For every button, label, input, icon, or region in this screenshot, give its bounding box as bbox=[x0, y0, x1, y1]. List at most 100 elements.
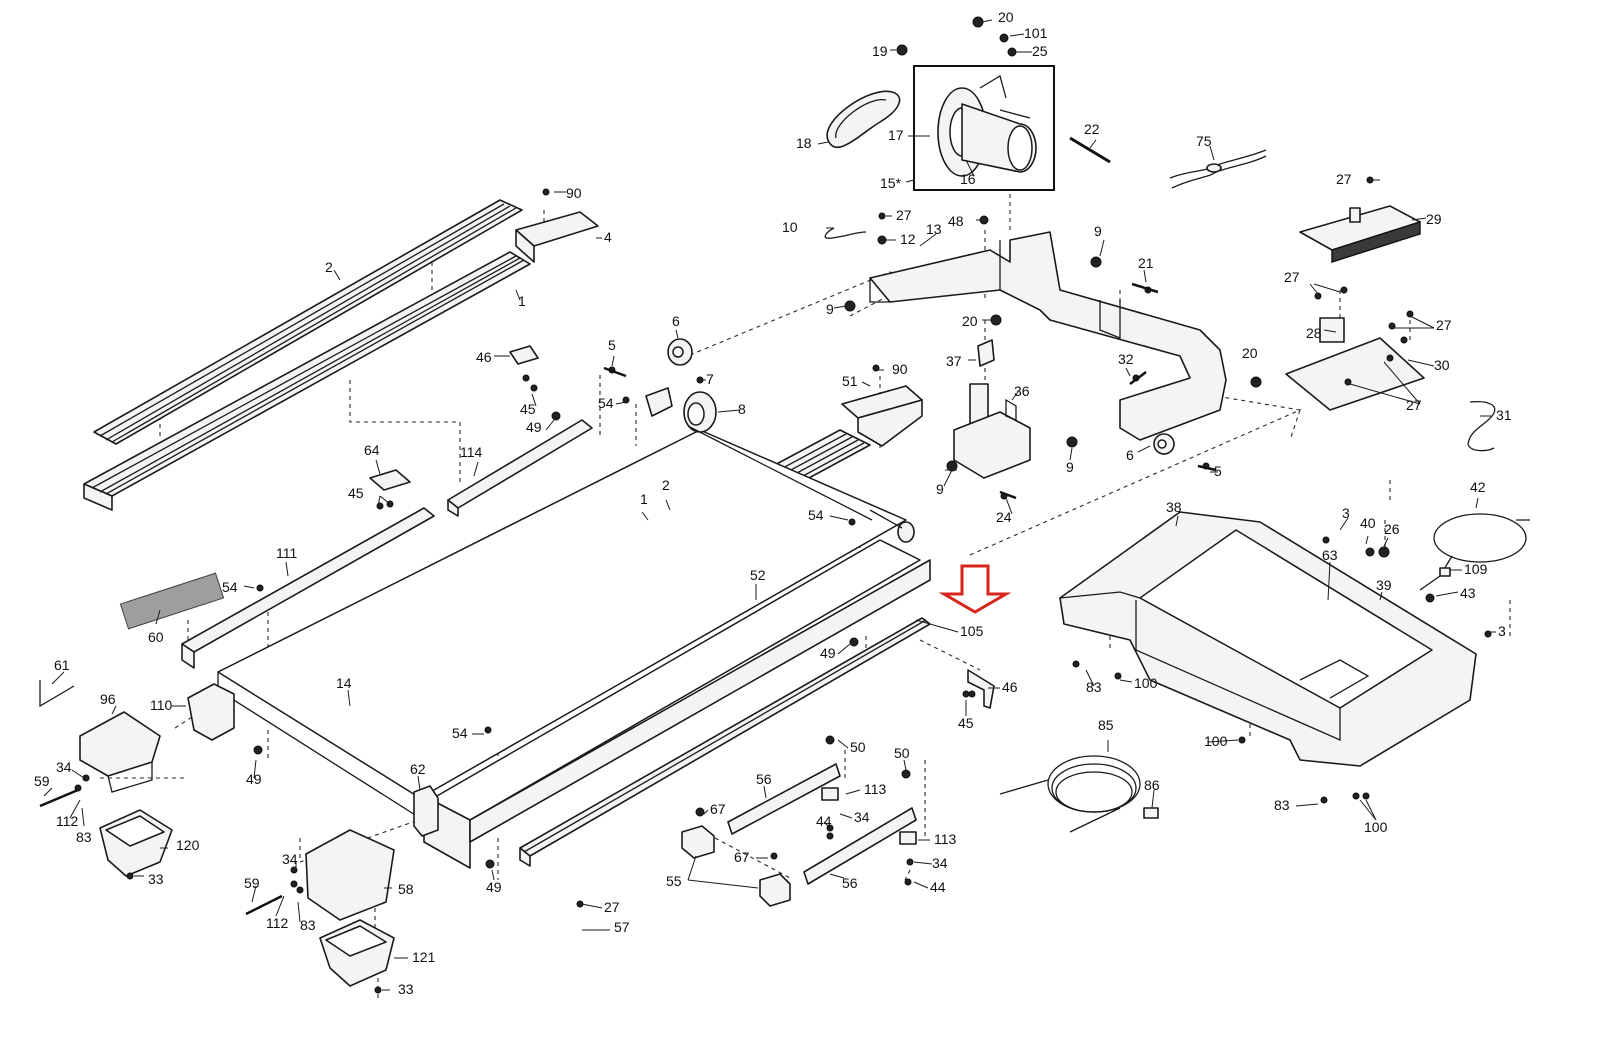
cable-part-85 bbox=[999, 755, 1141, 833]
callout-48: 48 bbox=[948, 213, 964, 229]
callout-38: 38 bbox=[1166, 499, 1182, 515]
callout-121: 121 bbox=[412, 949, 436, 965]
callout-34: 34 bbox=[932, 855, 948, 871]
callout-100: 100 bbox=[1134, 675, 1158, 691]
callout-27: 27 bbox=[1284, 269, 1300, 285]
callout-54: 54 bbox=[222, 579, 238, 595]
callout-12: 12 bbox=[900, 231, 916, 247]
callout-64: 64 bbox=[364, 442, 380, 458]
callout-28: 28 bbox=[1306, 325, 1322, 341]
bolts bbox=[39, 282, 1217, 916]
bracket-part-46-top bbox=[509, 345, 539, 365]
callout-67: 67 bbox=[710, 801, 726, 817]
callout-15: 15* bbox=[880, 175, 902, 191]
callout-9: 9 bbox=[936, 481, 944, 497]
callout-26: 26 bbox=[1384, 521, 1400, 537]
callout-105: 105 bbox=[960, 623, 984, 639]
callout-3: 3 bbox=[1498, 623, 1506, 639]
side-rail-part-114 bbox=[447, 419, 593, 517]
callout-8: 8 bbox=[738, 401, 746, 417]
callout-29: 29 bbox=[1426, 211, 1442, 227]
drive-belt-part-18 bbox=[826, 90, 901, 148]
callout-113: 113 bbox=[934, 831, 957, 847]
callout-9: 9 bbox=[826, 301, 834, 317]
callout-120: 120 bbox=[176, 837, 200, 853]
callout-25: 25 bbox=[1032, 43, 1048, 59]
callout-55: 55 bbox=[666, 873, 682, 889]
callout-30: 30 bbox=[1434, 357, 1450, 373]
rail-part-1-left bbox=[83, 251, 531, 511]
callout-60: 60 bbox=[148, 629, 164, 645]
callout-40: 40 bbox=[1360, 515, 1376, 531]
bracket-part-5 bbox=[645, 387, 673, 417]
callout-1: 1 bbox=[640, 491, 648, 507]
wire-harness-part-75 bbox=[1169, 149, 1267, 189]
callout-31: 31 bbox=[1496, 407, 1512, 423]
callout-22: 22 bbox=[1084, 121, 1100, 137]
callout-44: 44 bbox=[816, 813, 832, 829]
bracket-part-37 bbox=[977, 339, 995, 367]
callout-83: 83 bbox=[1086, 679, 1102, 695]
callout-14: 14 bbox=[336, 675, 352, 691]
callout-3: 3 bbox=[1342, 505, 1350, 521]
callout-43: 43 bbox=[1460, 585, 1476, 601]
callout-83: 83 bbox=[300, 917, 316, 933]
callout-2: 2 bbox=[325, 259, 333, 275]
callout-101: 101 bbox=[1024, 25, 1048, 41]
callout-5: 5 bbox=[608, 337, 616, 353]
bracket-part-64 bbox=[369, 469, 411, 491]
controller-board-part-29 bbox=[1299, 205, 1421, 263]
callout-45: 45 bbox=[520, 401, 536, 417]
capacitor-part-28 bbox=[1319, 317, 1345, 343]
warning-label-part-60 bbox=[119, 572, 225, 630]
callout-50: 50 bbox=[894, 745, 910, 761]
callout-34: 34 bbox=[282, 851, 298, 867]
callout-39: 39 bbox=[1376, 577, 1392, 593]
bin-part-120 bbox=[99, 809, 173, 877]
callout-113: 113 bbox=[864, 781, 887, 797]
callout-51: 51 bbox=[842, 373, 858, 389]
bushing-part-6-top bbox=[667, 338, 693, 366]
callout-19: 19 bbox=[872, 43, 888, 59]
lift-motor-part-36 bbox=[953, 383, 1031, 479]
callout-32: 32 bbox=[1118, 351, 1134, 367]
rail-part-2-left bbox=[93, 199, 523, 445]
callout-27: 27 bbox=[1336, 171, 1352, 187]
callout-37: 37 bbox=[946, 353, 962, 369]
callout-4: 4 bbox=[604, 229, 612, 245]
callout-67: 67 bbox=[734, 849, 750, 865]
motor-hood-base-part-38 bbox=[1059, 511, 1477, 767]
callout-34: 34 bbox=[854, 809, 870, 825]
callout-90: 90 bbox=[892, 361, 908, 377]
callout-9: 9 bbox=[1094, 223, 1102, 239]
callout-45: 45 bbox=[958, 715, 974, 731]
callout-58: 58 bbox=[398, 881, 414, 897]
callout-63: 63 bbox=[1322, 547, 1338, 563]
bracket-part-46-bottom bbox=[967, 669, 995, 709]
callout-20: 20 bbox=[1242, 345, 1258, 361]
drive-motor-assembly-part-15 bbox=[913, 65, 1055, 191]
crossbar-part-56-bottom bbox=[803, 807, 917, 885]
power-cord-part-42 bbox=[1419, 513, 1530, 591]
callout-44: 44 bbox=[930, 879, 946, 895]
callout-6: 6 bbox=[1126, 447, 1134, 463]
bin-part-121 bbox=[319, 919, 395, 987]
callout-9: 9 bbox=[1066, 459, 1074, 475]
callout-54: 54 bbox=[598, 395, 614, 411]
clip-part-86 bbox=[1143, 807, 1159, 819]
callout-49: 49 bbox=[486, 879, 502, 895]
callout-59: 59 bbox=[244, 875, 260, 891]
callout-59: 59 bbox=[34, 773, 50, 789]
rear-bracket-part-62 bbox=[413, 785, 439, 837]
callout-112: 112 bbox=[56, 813, 79, 829]
callout-52: 52 bbox=[750, 567, 766, 583]
foot-part-55-a bbox=[681, 825, 715, 859]
callout-13: 13 bbox=[926, 221, 942, 237]
endcap-part-58 bbox=[305, 829, 395, 921]
callout-20: 20 bbox=[962, 313, 978, 329]
motor-cover-bracket-part-51 bbox=[841, 385, 923, 447]
callout-49: 49 bbox=[820, 645, 836, 661]
front-roller-part-8 bbox=[683, 391, 873, 521]
callout-34: 34 bbox=[56, 759, 72, 775]
sensor-wire-part-10 bbox=[824, 227, 867, 239]
